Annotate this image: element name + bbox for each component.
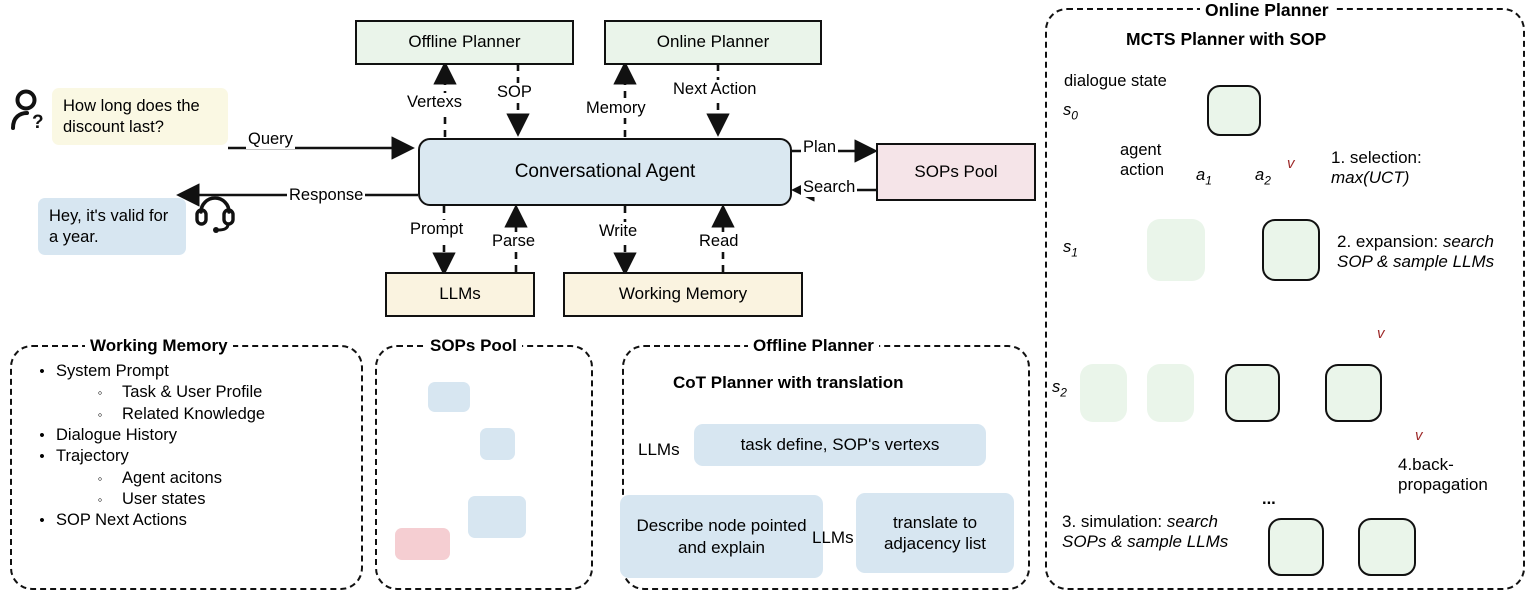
state-label-s2: s2 [1052, 378, 1067, 400]
list-item: •SOP Next Actions [32, 511, 265, 530]
llms-label: LLMs [439, 284, 481, 304]
edge-label-write: Write [597, 222, 640, 241]
online-planner-box[interactable]: Online Planner [604, 20, 822, 65]
offline-planner-subtitle: CoT Planner with translation [673, 373, 904, 392]
offline-describe-label: Describe node pointed and explain [636, 516, 807, 557]
user-question-icon: ? [11, 89, 44, 133]
step-expansion-label: 2. expansion: search SOP & sample LLMs [1337, 232, 1495, 272]
sop-node-1[interactable] [428, 382, 470, 412]
edge-label-memory: Memory [584, 99, 648, 118]
sops-pool-box[interactable]: SOPs Pool [876, 143, 1036, 201]
edge-label-sop: SOP [495, 83, 534, 102]
svg-text:?: ? [32, 112, 44, 133]
online-planner-panel [1045, 8, 1525, 590]
list-item: ◦User states [90, 490, 265, 508]
mcts-node-s1-left[interactable] [1147, 219, 1205, 281]
offline-translate-label: translate to adjacency list [883, 512, 987, 553]
step-selection-label: 1. selection: max(UCT) [1331, 148, 1422, 188]
offline-planner-panel-title: Offline Planner [748, 336, 879, 356]
circle-bullet-icon: ◦ [97, 491, 103, 507]
state-label-s1: s1 [1063, 238, 1078, 260]
edge-label-parse: Parse [490, 232, 538, 251]
edge-label-next-action: Next Action [671, 80, 759, 99]
bullet-icon: • [39, 363, 45, 380]
edge-label-search: Search [801, 178, 858, 197]
list-item: •Trajectory [32, 447, 265, 466]
edge-label-response: Response [287, 186, 366, 205]
offline-planner-box-top[interactable]: Offline Planner [355, 20, 574, 65]
list-item: •Dialogue History [32, 426, 265, 444]
mcts-node-leaf-2[interactable] [1358, 518, 1416, 576]
user-message-text: How long does the discount last? [63, 97, 200, 136]
action-label-a2: a2 [1255, 166, 1271, 188]
bullet-icon: • [39, 426, 45, 444]
offline-planner-label-top: Offline Planner [408, 32, 521, 52]
user-message-bubble: How long does the discount last? [52, 88, 228, 146]
working-memory-list: •System Prompt ◦Task & User Profile ◦Rel… [32, 362, 265, 534]
working-memory-box-label: Working Memory [618, 284, 748, 304]
list-item: ◦Task & User Profile [90, 383, 265, 401]
bullet-icon: • [39, 448, 45, 466]
offline-task-define-label: task define, SOP's vertexs [740, 435, 940, 455]
offline-llms-label-1: LLMs [638, 440, 680, 459]
sop-node-2[interactable] [480, 428, 515, 460]
agent-action-label: agent action [1120, 141, 1165, 179]
mcts-node-s1-right[interactable] [1262, 219, 1320, 281]
llms-box[interactable]: LLMs [385, 272, 535, 317]
edge-label-prompt: Prompt [408, 220, 466, 239]
action-label-a1: a1 [1196, 166, 1212, 188]
online-planner-panel-title: Online Planner [1200, 0, 1334, 21]
dialogue-state-label: dialogue state [1064, 72, 1167, 90]
offline-task-define-box[interactable]: task define, SOP's vertexs [694, 424, 986, 466]
mcts-node-s2-1[interactable] [1080, 364, 1127, 422]
sop-node-3[interactable] [468, 496, 526, 538]
sops-pool-panel-title: SOPs Pool [425, 336, 522, 356]
mcts-node-s0-root[interactable] [1207, 85, 1261, 136]
list-item: ◦Related Knowledge [90, 405, 265, 423]
working-memory-panel-title: Working Memory [85, 336, 233, 356]
headset-icon [195, 196, 235, 233]
conversational-agent-label: Conversational Agent [514, 160, 696, 182]
sop-node-terminal[interactable] [395, 528, 450, 560]
circle-bullet-icon: ◦ [97, 406, 103, 422]
edge-label-query: Query [246, 130, 295, 149]
step-simulation-label: 3. simulation: search SOPs & sample LLMs [1062, 512, 1229, 552]
list-item: •System Prompt [32, 362, 265, 380]
mcts-subtitle: MCTS Planner with SOP [1126, 29, 1327, 49]
sops-pool-label: SOPs Pool [914, 161, 998, 181]
edge-label-read: Read [697, 232, 741, 251]
value-label-v2: v [1377, 325, 1385, 342]
agent-message-bubble: Hey, it's valid for a year. [38, 198, 186, 256]
mcts-node-leaf-1[interactable] [1268, 518, 1324, 576]
offline-describe-box[interactable]: Describe node pointed and explain [620, 495, 823, 578]
online-planner-label: Online Planner [656, 32, 770, 52]
conversational-agent-box[interactable]: Conversational Agent [418, 138, 792, 206]
working-memory-box[interactable]: Working Memory [563, 272, 803, 317]
step-backpropagation-label: 4.back- propagation [1398, 455, 1488, 495]
ellipsis-label: ... [1262, 490, 1276, 508]
edge-label-plan: Plan [801, 138, 839, 157]
value-label-v1: v [1287, 155, 1295, 172]
value-label-v3: v [1415, 427, 1423, 444]
circle-bullet-icon: ◦ [97, 470, 103, 486]
mcts-node-s2-3[interactable] [1225, 364, 1280, 422]
list-item: ◦Agent acitons [90, 469, 265, 487]
offline-llms-label-2: LLMs [812, 528, 854, 547]
mcts-node-s2-4[interactable] [1325, 364, 1382, 422]
agent-message-text: Hey, it's valid for a year. [49, 207, 169, 246]
offline-translate-box[interactable]: translate to adjacency list [856, 493, 1014, 573]
circle-bullet-icon: ◦ [97, 385, 103, 401]
bullet-icon: • [39, 512, 45, 530]
mcts-node-s2-2[interactable] [1147, 364, 1194, 422]
working-memory-panel [10, 345, 363, 590]
state-label-s0: s0 [1063, 101, 1078, 123]
edge-label-vertexs: Vertexs [405, 93, 465, 112]
